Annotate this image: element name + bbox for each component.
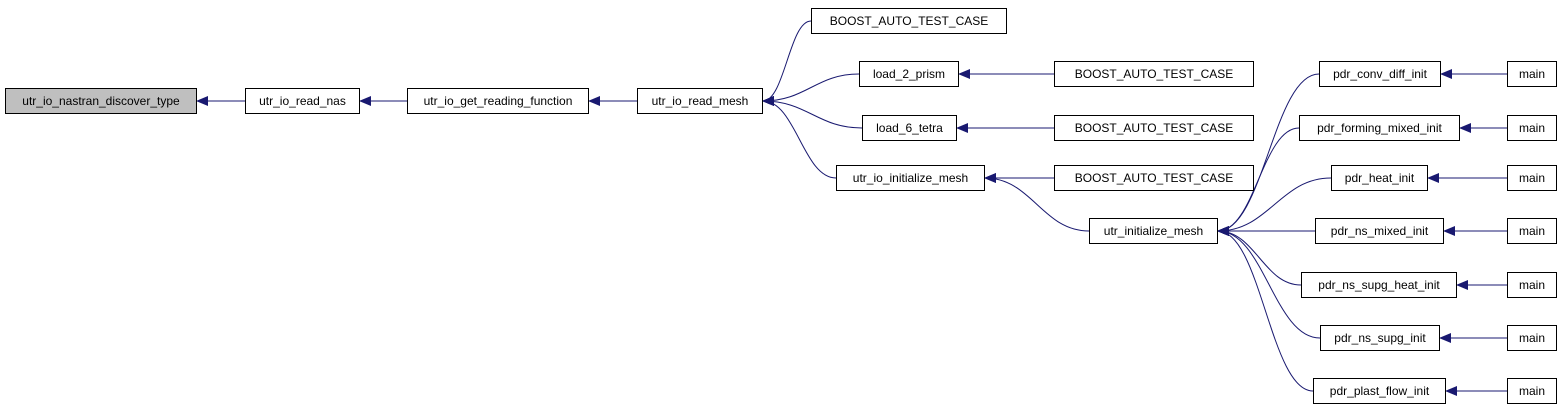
edge-forming_mixed-to-initialize_mesh bbox=[1217, 127, 1300, 236]
node-utr-io-get-reading-function[interactable]: utr_io_get_reading_function bbox=[407, 88, 589, 114]
node-main-5[interactable]: main bbox=[1507, 272, 1557, 298]
node-pdr-forming-mixed-init[interactable]: pdr_forming_mixed_init bbox=[1299, 115, 1460, 141]
edge-load_2_prism-to-read_mesh bbox=[762, 73, 860, 106]
node-utr-io-read-mesh[interactable]: utr_io_read_mesh bbox=[637, 88, 763, 114]
node-utr-io-nastran-discover-type: utr_io_nastran_discover_type bbox=[5, 88, 197, 114]
node-pdr-heat-init[interactable]: pdr_heat_init bbox=[1331, 165, 1428, 191]
node-main-1[interactable]: main bbox=[1507, 61, 1557, 87]
node-load-2-prism[interactable]: load_2_prism bbox=[859, 61, 959, 87]
node-pdr-plast-flow-init[interactable]: pdr_plast_flow_init bbox=[1313, 378, 1446, 404]
edge-heat-to-initialize_mesh bbox=[1217, 177, 1332, 236]
edge-load_6_tetra-to-read_mesh bbox=[762, 96, 863, 129]
node-main-3[interactable]: main bbox=[1507, 165, 1557, 191]
node-boost-auto-test-case-2[interactable]: BOOST_AUTO_TEST_CASE bbox=[1054, 61, 1254, 87]
node-boost-auto-test-case-3[interactable]: BOOST_AUTO_TEST_CASE bbox=[1054, 115, 1254, 141]
node-load-6-tetra[interactable]: load_6_tetra bbox=[862, 115, 957, 141]
node-pdr-ns-supg-init[interactable]: pdr_ns_supg_init bbox=[1320, 325, 1440, 351]
edge-boost_1-to-read_mesh bbox=[762, 20, 812, 106]
node-main-6[interactable]: main bbox=[1507, 325, 1557, 351]
node-pdr-ns-supg-heat-init[interactable]: pdr_ns_supg_heat_init bbox=[1301, 272, 1457, 298]
node-main-7[interactable]: main bbox=[1507, 378, 1557, 404]
edge-ns_supg_heat-to-initialize_mesh bbox=[1217, 226, 1302, 286]
edge-conv_diff-to-initialize_mesh bbox=[1217, 73, 1320, 236]
edge-initialize_mesh-to-io_initialize_mesh bbox=[984, 173, 1090, 232]
node-boost-auto-test-case-1[interactable]: BOOST_AUTO_TEST_CASE bbox=[811, 8, 1007, 34]
node-pdr-ns-mixed-init[interactable]: pdr_ns_mixed_init bbox=[1315, 218, 1444, 244]
edge-ns_supg-to-initialize_mesh bbox=[1217, 226, 1321, 339]
node-main-4[interactable]: main bbox=[1507, 218, 1557, 244]
edge-io_initialize_mesh-to-read_mesh bbox=[762, 96, 837, 179]
node-pdr-conv-diff-init[interactable]: pdr_conv_diff_init bbox=[1319, 61, 1441, 87]
node-utr-initialize-mesh[interactable]: utr_initialize_mesh bbox=[1089, 218, 1218, 244]
edge-plast_flow-to-initialize_mesh bbox=[1217, 226, 1314, 392]
node-main-2[interactable]: main bbox=[1507, 115, 1557, 141]
node-utr-io-initialize-mesh[interactable]: utr_io_initialize_mesh bbox=[836, 165, 985, 191]
node-boost-auto-test-case-4[interactable]: BOOST_AUTO_TEST_CASE bbox=[1054, 165, 1254, 191]
node-utr-io-read-nas[interactable]: utr_io_read_nas bbox=[245, 88, 360, 114]
